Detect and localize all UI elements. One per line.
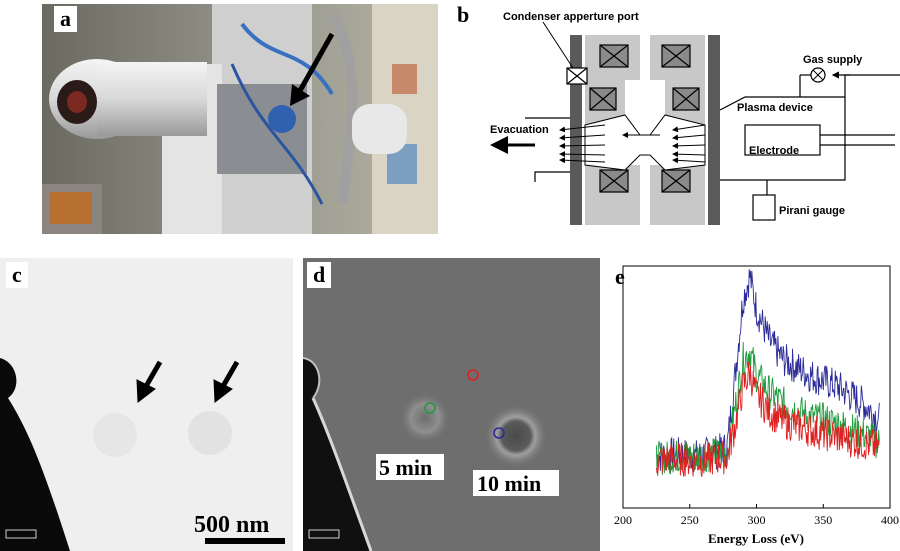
panel-a-photo: a xyxy=(42,4,438,234)
panel-d-image: 5 min 10 min d xyxy=(303,258,600,551)
time-label-10min: 10 min xyxy=(477,471,541,496)
panel-label-d: d xyxy=(307,262,332,288)
x-axis-label: Energy Loss (eV) xyxy=(708,531,804,546)
label-gas-supply: Gas supply xyxy=(803,54,863,66)
panel-label-a: a xyxy=(54,6,77,32)
x-tick-label: 200 xyxy=(614,513,632,527)
tem-dark-image: 5 min 10 min xyxy=(303,258,600,551)
panel-b-diagram: Condenser apperture port Gas supply Plas… xyxy=(455,0,900,235)
x-tick-label: 300 xyxy=(748,513,766,527)
plasma-device-diagram: Condenser apperture port Gas supply Plas… xyxy=(490,11,900,225)
panel-label-b: b xyxy=(457,2,470,27)
panel-label-c: c xyxy=(6,262,28,288)
panel-c-image: 500 nm c xyxy=(0,258,293,551)
spectrum-series-2 xyxy=(655,361,880,477)
time-label-5min: 5 min xyxy=(379,455,432,480)
x-tick-label: 400 xyxy=(881,513,899,527)
label-condenser-port: Condenser apperture port xyxy=(503,11,639,23)
microscope-photo xyxy=(42,4,438,234)
x-tick-label: 350 xyxy=(814,513,832,527)
label-evacuation: Evacuation xyxy=(490,124,549,136)
scalebar-label: 500 nm xyxy=(194,512,269,538)
panel-label-e: e xyxy=(615,264,625,289)
label-plasma-device: Plasma device xyxy=(737,102,813,114)
eels-chart: 200 250 300 350 400 Energy Loss (eV) xyxy=(614,265,899,546)
panel-e-chart: 200 250 300 350 400 Energy Loss (eV) e xyxy=(605,258,900,551)
x-tick-label: 250 xyxy=(681,513,699,527)
label-electrode: Electrode xyxy=(749,145,799,157)
label-pirani-gauge: Pirani gauge xyxy=(779,205,845,217)
tem-bright-image: 500 nm xyxy=(0,258,293,551)
